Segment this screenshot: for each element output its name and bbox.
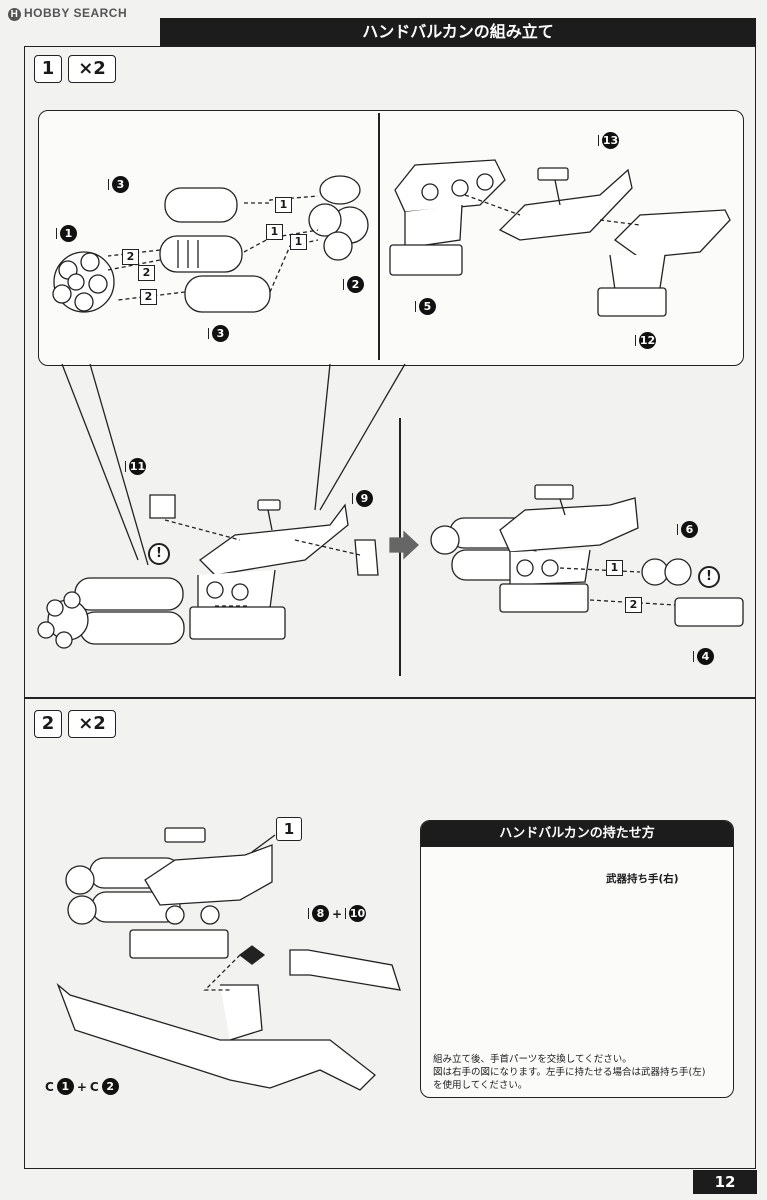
barrel-part-3 [159, 187, 271, 313]
assembly-step2 [56, 827, 401, 1091]
step-2-callout: 1 [276, 817, 302, 841]
barrel-base-part-2 [308, 175, 369, 261]
assembly-step1-left [37, 494, 379, 649]
arrow-icon [389, 530, 419, 560]
barrel-tip-part-1 [52, 251, 115, 313]
part-label-4: 4 [693, 648, 714, 665]
section-title: ハンドバルカンの組み立て [160, 18, 756, 46]
instruction-frame [24, 46, 756, 1169]
step-2-qty: ×2 [68, 710, 116, 738]
part-label-12: 12 [635, 332, 656, 349]
assembly-step1-right [430, 484, 744, 627]
hand-label: 武器持ち手(右) [606, 873, 679, 885]
page-number: 12 [693, 1170, 757, 1194]
how-to-hold-title: ハンドバルカンの持たせ方 [421, 821, 733, 847]
warning-icon: ! [148, 543, 170, 565]
side-part-12 [597, 209, 731, 317]
part-label-3-top: 3 [108, 176, 129, 193]
part-label-13: 13 [598, 132, 619, 149]
part-label-6: 6 [677, 521, 698, 538]
hobbysearch-logo: H [8, 8, 21, 21]
step-separator [24, 697, 756, 699]
part-label-8-plus-10: 8+10 [308, 905, 367, 922]
part-label-11: 11 [125, 458, 146, 475]
order-1-b: 1 [266, 224, 283, 240]
order-1-a: 1 [275, 197, 292, 213]
part-label-1: 1 [56, 225, 77, 242]
part-label-2: 2 [343, 276, 364, 293]
step-1-qty: ×2 [68, 55, 116, 83]
order-2-c: 2 [140, 289, 157, 305]
part-label-3-bottom: 3 [208, 325, 229, 342]
how-to-hold-panel: ハンドバルカンの持たせ方 武器持ち手(右) 組み立て後、手首パーツを交換してくだ… [420, 820, 734, 1098]
step-2-number: 2 [34, 710, 62, 738]
order-2-d: 2 [625, 597, 642, 613]
part-label-5: 5 [415, 298, 436, 315]
top-part-13 [498, 167, 633, 241]
order-1-d: 1 [606, 560, 623, 576]
warning-icon: ! [698, 566, 720, 588]
step-1-number: 1 [34, 55, 62, 83]
order-1-c: 1 [290, 234, 307, 250]
body-part-5 [389, 159, 506, 276]
how-to-hold-note: 組み立て後、手首パーツを交換してください。 図は右手の図になります。左手に持たせ… [433, 1054, 706, 1091]
inset-divider [378, 113, 380, 360]
order-2-a: 2 [122, 249, 139, 265]
part-label-9: 9 [352, 490, 373, 507]
connector-icon [238, 945, 266, 965]
order-2-b: 2 [138, 265, 155, 281]
